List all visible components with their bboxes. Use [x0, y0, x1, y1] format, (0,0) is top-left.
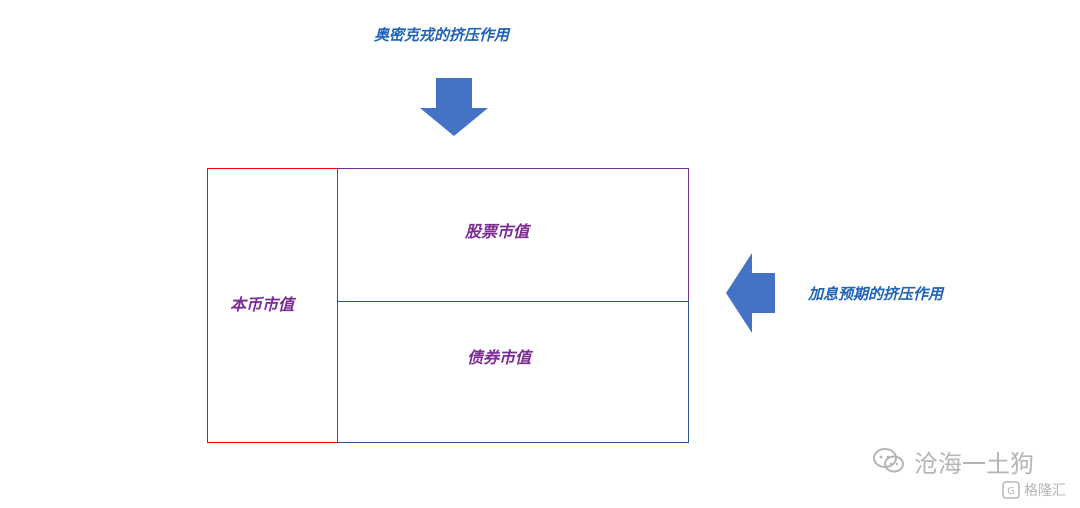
left-box-label: 本币市值: [230, 295, 295, 314]
wechat-icon: [873, 448, 904, 473]
svg-text:G: G: [1007, 486, 1015, 497]
top-right-box-label: 股票市值: [465, 222, 530, 241]
watermark-sub-text: 格隆汇: [1024, 483, 1066, 499]
top-pressure-label: 奥密克戎的挤压作用: [374, 26, 510, 44]
bottom-right-box: [337, 301, 689, 443]
top-right-box: [337, 168, 689, 302]
brand-g-icon: G: [1002, 481, 1020, 499]
watermark-sub: G 格隆汇: [1002, 480, 1066, 500]
right-pressure-label: 加息预期的挤压作用: [808, 285, 944, 303]
down-arrow-icon: [420, 78, 488, 136]
watermark-main: 沧海一土狗: [872, 446, 1034, 478]
left-arrow-icon: [726, 253, 775, 333]
watermark-main-text: 沧海一土狗: [914, 449, 1034, 478]
bottom-right-box-label: 债券市值: [467, 348, 532, 367]
